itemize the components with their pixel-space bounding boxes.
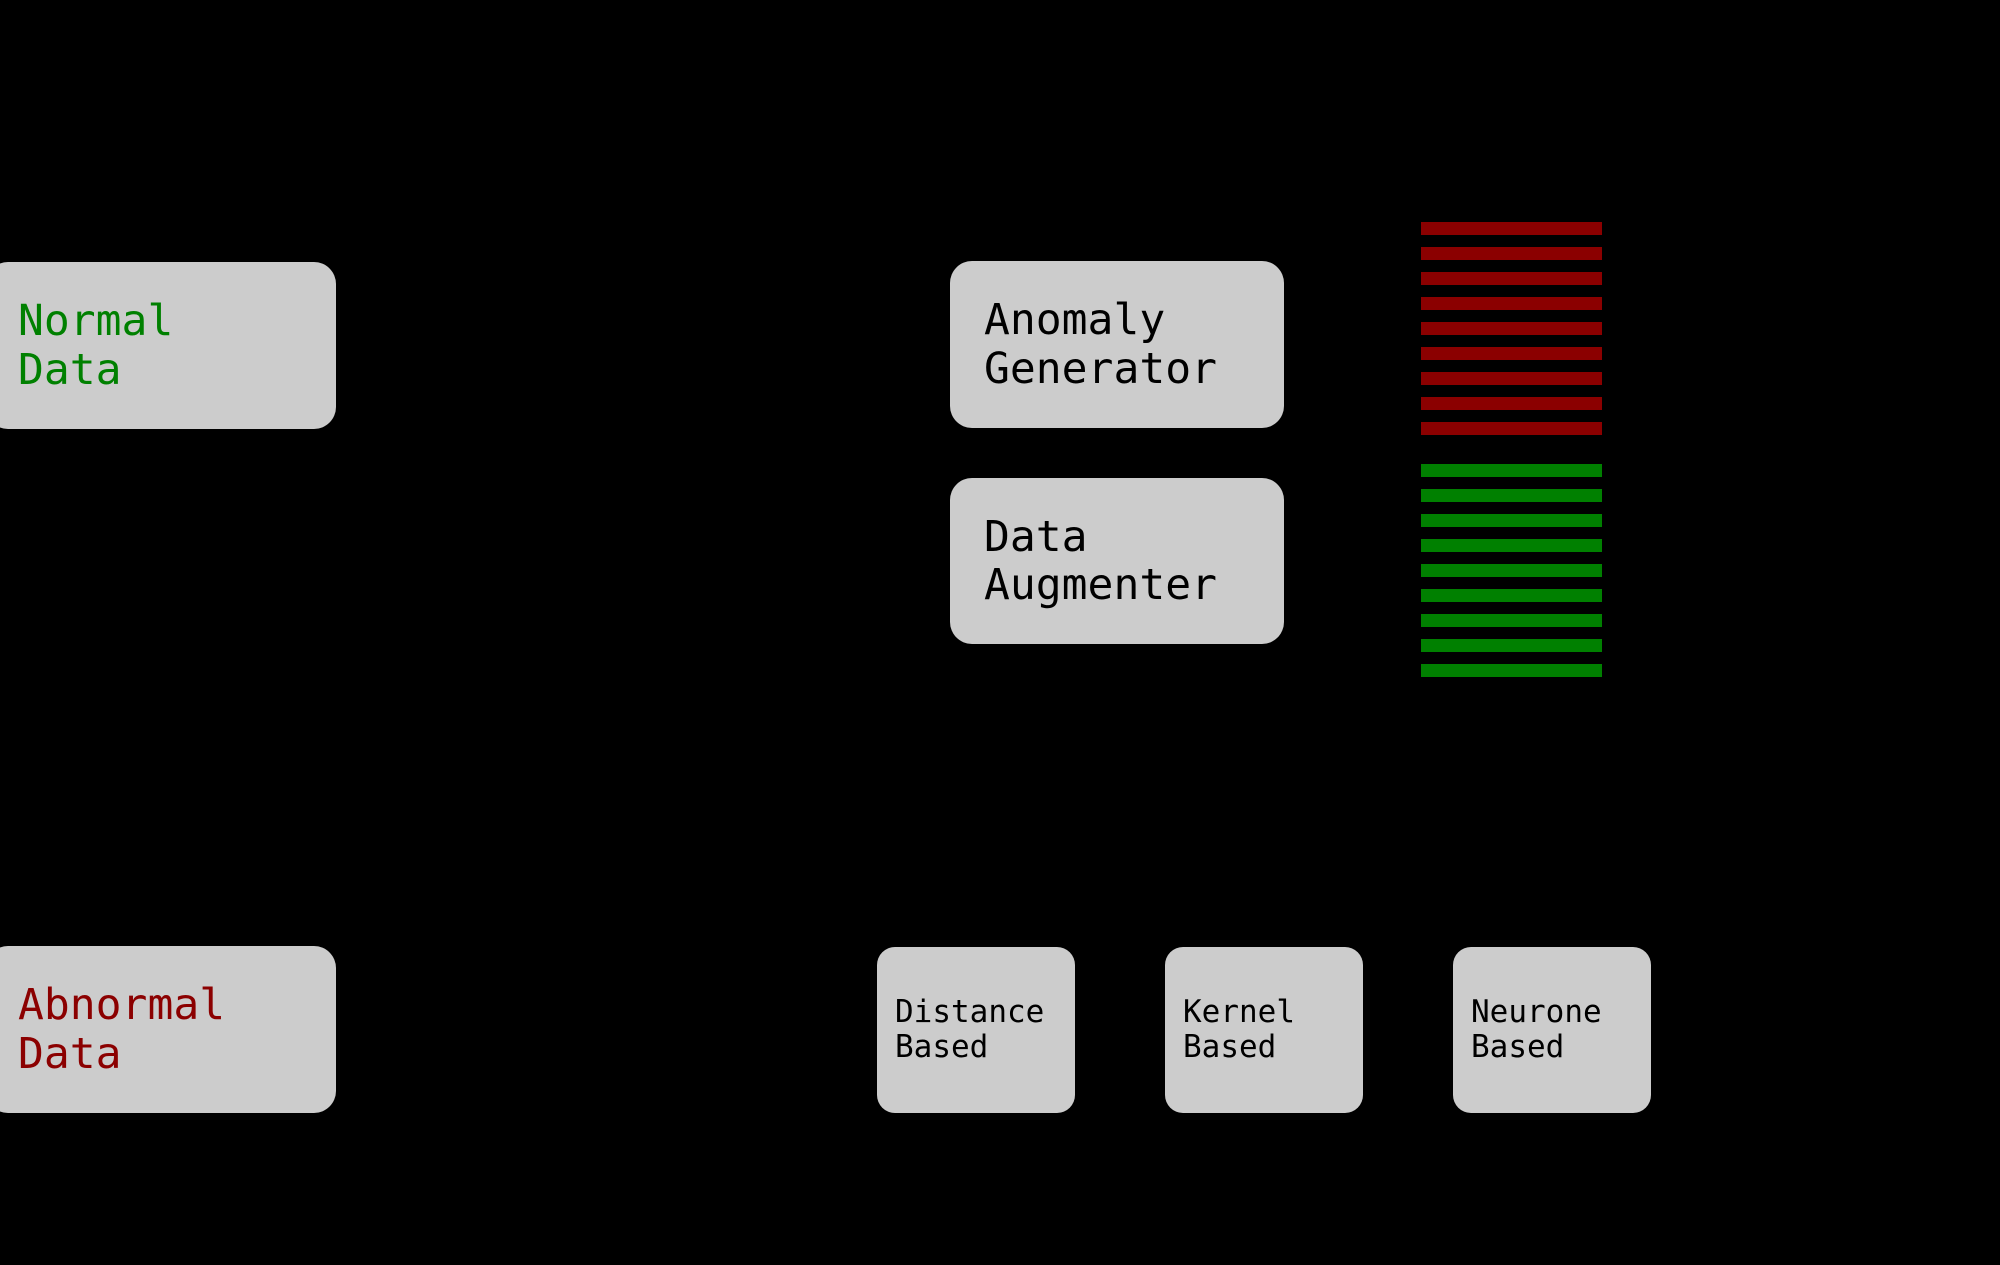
stripe-normal (1421, 639, 1602, 652)
node-kernel-based[interactable]: Kernel Based (1165, 947, 1363, 1113)
node-anomaly-generator-line2: Generator (984, 343, 1217, 394)
stripe-anomaly (1421, 272, 1602, 285)
node-neurone-based-line1: Neurone (1471, 994, 1602, 1031)
node-kernel-based-line1: Kernel (1183, 994, 1295, 1031)
stripe-normal (1421, 514, 1602, 527)
node-normal-data-line1: Normal (18, 296, 174, 347)
stripe-normal (1421, 464, 1602, 477)
node-data-augmenter[interactable]: Data Augmenter (950, 478, 1284, 644)
stripe-anomaly (1421, 372, 1602, 385)
node-abnormal-data[interactable]: Abnormal Data (0, 946, 336, 1113)
node-kernel-based-line2: Based (1183, 1029, 1277, 1065)
stripe-anomaly (1421, 297, 1602, 310)
mixed-dataset-stripes (1421, 222, 1602, 677)
node-neurone-based[interactable]: Neurone Based (1453, 947, 1651, 1113)
stripe-anomaly (1421, 322, 1602, 335)
node-normal-data-line2: Data (18, 344, 122, 395)
stripe-normal (1421, 614, 1602, 627)
node-distance-based[interactable]: Distance Based (877, 947, 1075, 1113)
node-abnormal-data-line2: Data (18, 1028, 122, 1079)
stripe-normal (1421, 539, 1602, 552)
stripe-normal (1421, 489, 1602, 502)
stripe-anomaly (1421, 347, 1602, 360)
node-normal-data[interactable]: Normal Data (0, 262, 336, 429)
node-distance-based-line1: Distance (895, 994, 1045, 1031)
stripe-anomaly (1421, 222, 1602, 235)
stripe-anomaly (1421, 422, 1602, 435)
node-abnormal-data-line1: Abnormal (18, 980, 226, 1031)
stripe-normal (1421, 564, 1602, 577)
stripe-anomaly (1421, 247, 1602, 260)
node-neurone-based-line2: Based (1471, 1029, 1565, 1065)
node-anomaly-generator-line1: Anomaly (984, 295, 1166, 346)
stripe-anomaly (1421, 397, 1602, 410)
node-distance-based-line2: Based (895, 1029, 989, 1065)
stripe-normal (1421, 664, 1602, 677)
node-data-augmenter-line1: Data (984, 511, 1088, 562)
stripe-normal (1421, 589, 1602, 602)
node-data-augmenter-line2: Augmenter (984, 560, 1217, 610)
node-anomaly-generator[interactable]: Anomaly Generator (950, 261, 1284, 428)
